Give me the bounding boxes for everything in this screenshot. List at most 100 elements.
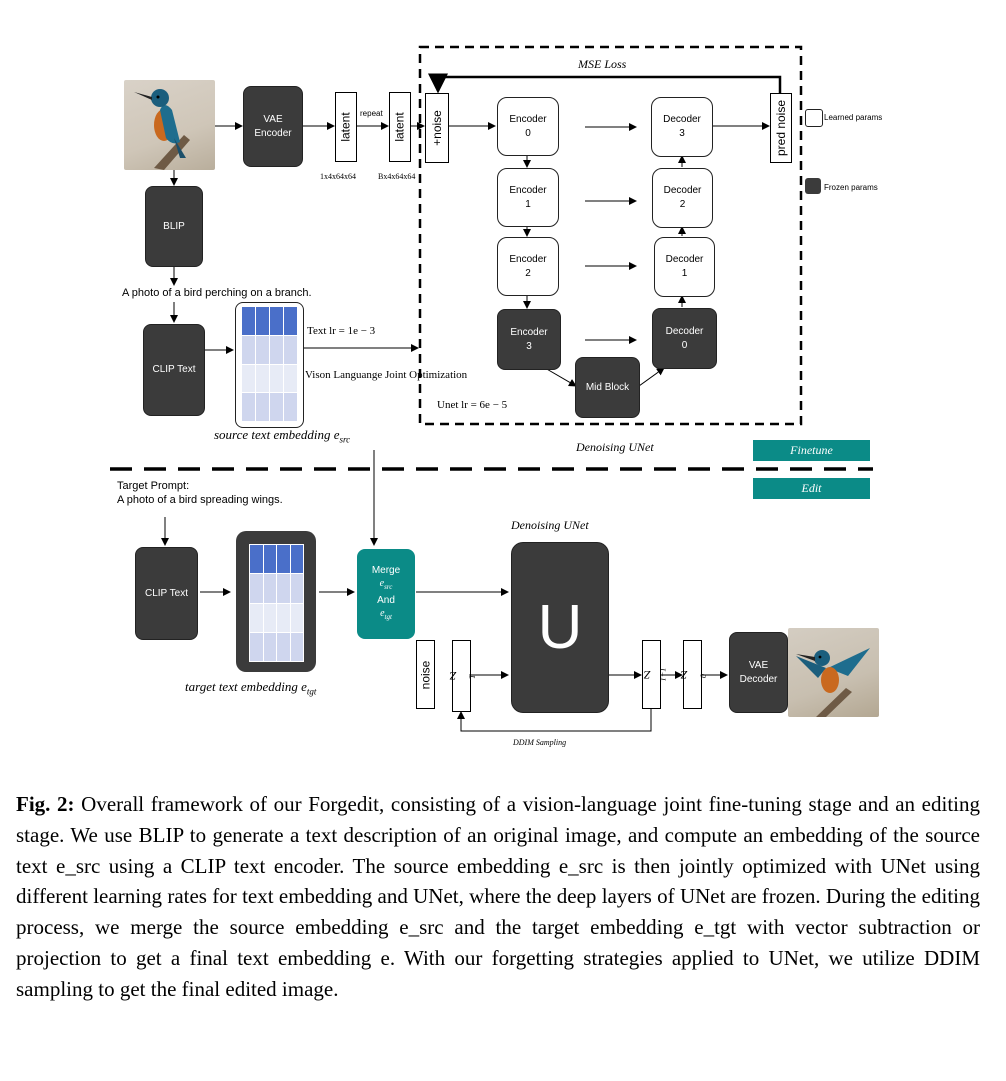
mid-block-label: Mid Block (585, 381, 630, 393)
encoder-0-name: Encoder (509, 113, 547, 125)
encoder-3: Encoder 3 (497, 309, 561, 370)
shape-bx4: Bx4x64x64 (378, 172, 416, 181)
zt1-label: Z T−1 (636, 667, 668, 682)
target-embedding-label: target text embedding etgt (185, 679, 316, 697)
clip-text-box-2: CLIP Text (135, 547, 198, 640)
source-embedding-label: source text embedding esrc (214, 427, 350, 445)
figure-caption: Fig. 2: Overall framework of our Forgedi… (16, 789, 980, 1005)
encoder-3-name: Encoder (510, 326, 548, 338)
decoder-3-name: Decoder (663, 114, 701, 125)
diagram-connectors (110, 45, 873, 732)
zt-z: Z (449, 669, 457, 684)
target-embedding-text: target text embedding e (185, 679, 307, 694)
target-embedding-grid (249, 544, 304, 662)
target-embedding-sub: tgt (306, 686, 317, 697)
decoder-2-index: 2 (679, 199, 686, 210)
source-embedding-text: source text embedding e (214, 427, 340, 442)
edit-band: Edit (753, 478, 870, 499)
clip-text-label-1: CLIP Text (152, 364, 196, 375)
decoder-3: Decoder 3 (651, 97, 713, 157)
source-embedding-grid (242, 307, 297, 421)
mse-loss-label: MSE Loss (578, 57, 627, 71)
pred-noise-box: pred noise (770, 93, 792, 163)
encoder-2-index: 2 (525, 267, 531, 279)
legend-learned-swatch (805, 109, 823, 127)
finetune-band: Finetune (753, 440, 870, 461)
vae-encoder-label: VAE Encoder (254, 113, 292, 139)
unet-u-box: U (511, 542, 609, 713)
shape-1x4: 1x4x64x64 (320, 172, 356, 181)
clip-text-box-1: CLIP Text (143, 324, 205, 416)
unet-u-symbol: U (537, 592, 583, 662)
merge-label: Merge (371, 565, 401, 576)
source-bird-image (124, 80, 215, 170)
decoder-2-name: Decoder (663, 185, 702, 196)
caption-text: Overall framework of our Forgedit, consi… (16, 792, 981, 1001)
encoder-2: Encoder 2 (497, 237, 559, 296)
legend-frozen-swatch (805, 178, 821, 194)
z0-sub: 0 (699, 673, 709, 678)
encoder-2-name: Encoder (509, 253, 547, 265)
decoder-2-name-b: Decoder (665, 254, 704, 265)
encoder-1-index: 1 (525, 198, 531, 210)
blip-label: BLIP (163, 220, 185, 232)
decoder-0-index: 0 (681, 339, 688, 351)
text-lr-label: Text lr = 1e − 3 (307, 325, 376, 337)
legend-learned-label: Learned params (824, 113, 883, 122)
mid-block: Mid Block (575, 357, 640, 418)
target-embedding-matrix (236, 531, 316, 672)
zt1-z: Z (643, 667, 651, 682)
merge-etgt: etgt (380, 607, 392, 624)
encoder-3-index: 3 (526, 340, 532, 352)
merge-esrc: esrc (380, 577, 393, 594)
encoder-1-name: Encoder (509, 184, 547, 196)
pred-noise-label: pred noise (774, 99, 789, 157)
latent-repeat-box: latent (389, 92, 411, 162)
repeat-label: repeat (360, 109, 383, 118)
blip-box: BLIP (145, 186, 203, 267)
zt1-sub: T−1 (658, 667, 668, 682)
z0-z: Z (680, 667, 688, 682)
caption-label: Fig. 2: (16, 792, 75, 816)
vae-encoder-box: VAE Encoder (243, 86, 303, 167)
zt1-box: Z T−1 (642, 640, 667, 709)
noise-label: noise (418, 660, 433, 689)
merge-etgt-sub: tgt (384, 613, 392, 621)
merge-esrc-e: e (379, 578, 385, 589)
merge-etgt-e: e (380, 608, 385, 619)
decoder-2: Decoder 2 (652, 168, 713, 228)
encoder-1: Encoder 1 (497, 168, 559, 227)
clip-text-label-2: CLIP Text (145, 587, 188, 599)
edit-label: Edit (801, 481, 822, 495)
unet-lr-label: Unet lr = 6e − 5 (437, 399, 508, 411)
merge-and-label: And (377, 595, 395, 606)
merge-esrc-sub: src (384, 583, 393, 591)
decoder-0: Decoder 0 (652, 308, 717, 369)
edited-bird-image (788, 628, 879, 717)
source-embedding-sub: src (339, 434, 351, 445)
latent-box: latent (335, 92, 357, 162)
merge-box: Merge esrc And etgt (357, 549, 415, 639)
decoder-1: Decoder 1 (654, 237, 715, 297)
joint-optimization-label: Vison Languange Joint Optimization (305, 369, 468, 381)
vae-decoder-box: VAE Decoder (729, 632, 788, 713)
target-prompt-title: Target Prompt: (117, 480, 190, 492)
ddim-sampling-label: DDIM Sampling (513, 738, 567, 747)
latent-repeat-label: latent (393, 112, 408, 142)
encoder-0-index: 0 (525, 127, 531, 139)
latent-label: latent (339, 112, 354, 142)
add-noise-box: +noise (425, 93, 449, 163)
decoder-3-index: 3 (679, 128, 685, 139)
noise-box: noise (416, 640, 435, 709)
target-prompt-text: A photo of a bird spreading wings. (117, 494, 283, 506)
source-caption-text: A photo of a bird perching on a branch. (122, 287, 312, 299)
zt-sub: T (468, 674, 478, 680)
denoising-unet-label-1: Denoising UNet (576, 440, 654, 454)
vae-decoder-label: VAE Decoder (739, 659, 778, 685)
denoising-unet-label-2: Denoising UNet (511, 518, 589, 532)
encoder-0: Encoder 0 (497, 97, 559, 156)
